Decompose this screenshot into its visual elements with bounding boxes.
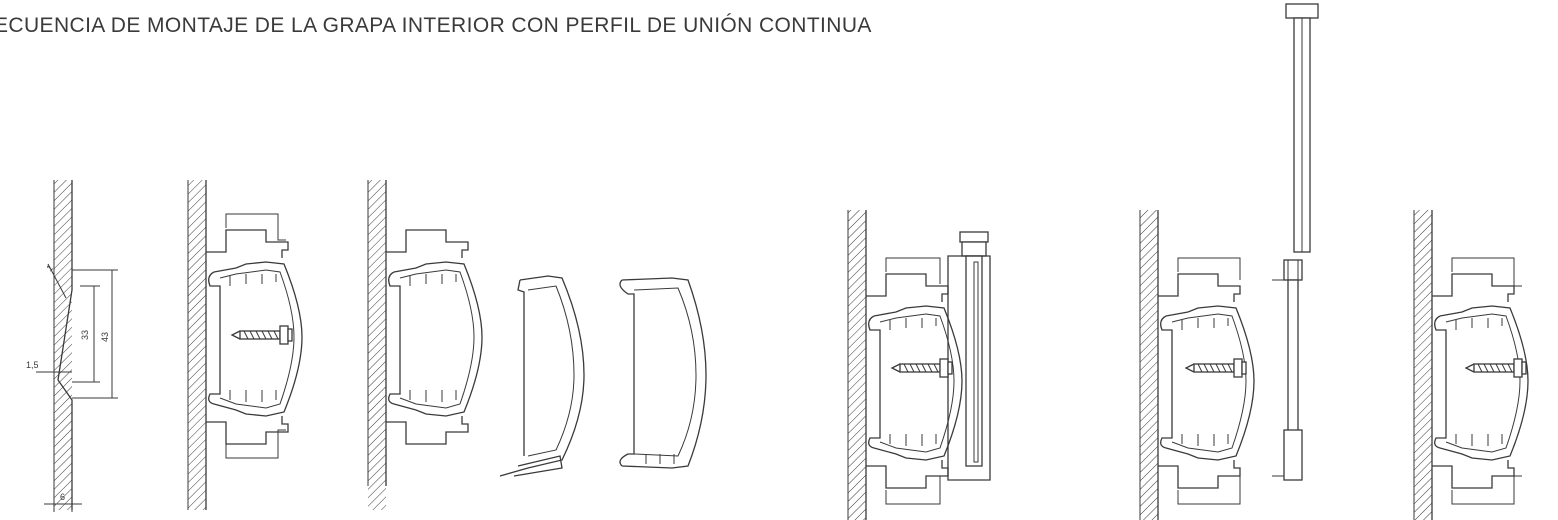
step-2-clip-screwed <box>187 180 303 510</box>
dim-33: 33 <box>80 330 90 340</box>
diagram-title: ECUENCIA DE MONTAJE DE LA GRAPA INTERIOR… <box>0 14 872 37</box>
dim-6: 6 <box>60 492 65 502</box>
dim-43: 43 <box>100 332 110 342</box>
dim-1: 1 <box>44 263 55 274</box>
dim-1-5: 1,5 <box>26 360 39 370</box>
step-1-wall-groove: 1,5 33 43 6 1 <box>26 180 118 512</box>
step-6-final <box>1413 210 1529 520</box>
step-4-pusher-attached <box>847 210 991 520</box>
step-5-pusher-removed <box>1139 3 1319 520</box>
step-3-profiles <box>367 180 707 510</box>
